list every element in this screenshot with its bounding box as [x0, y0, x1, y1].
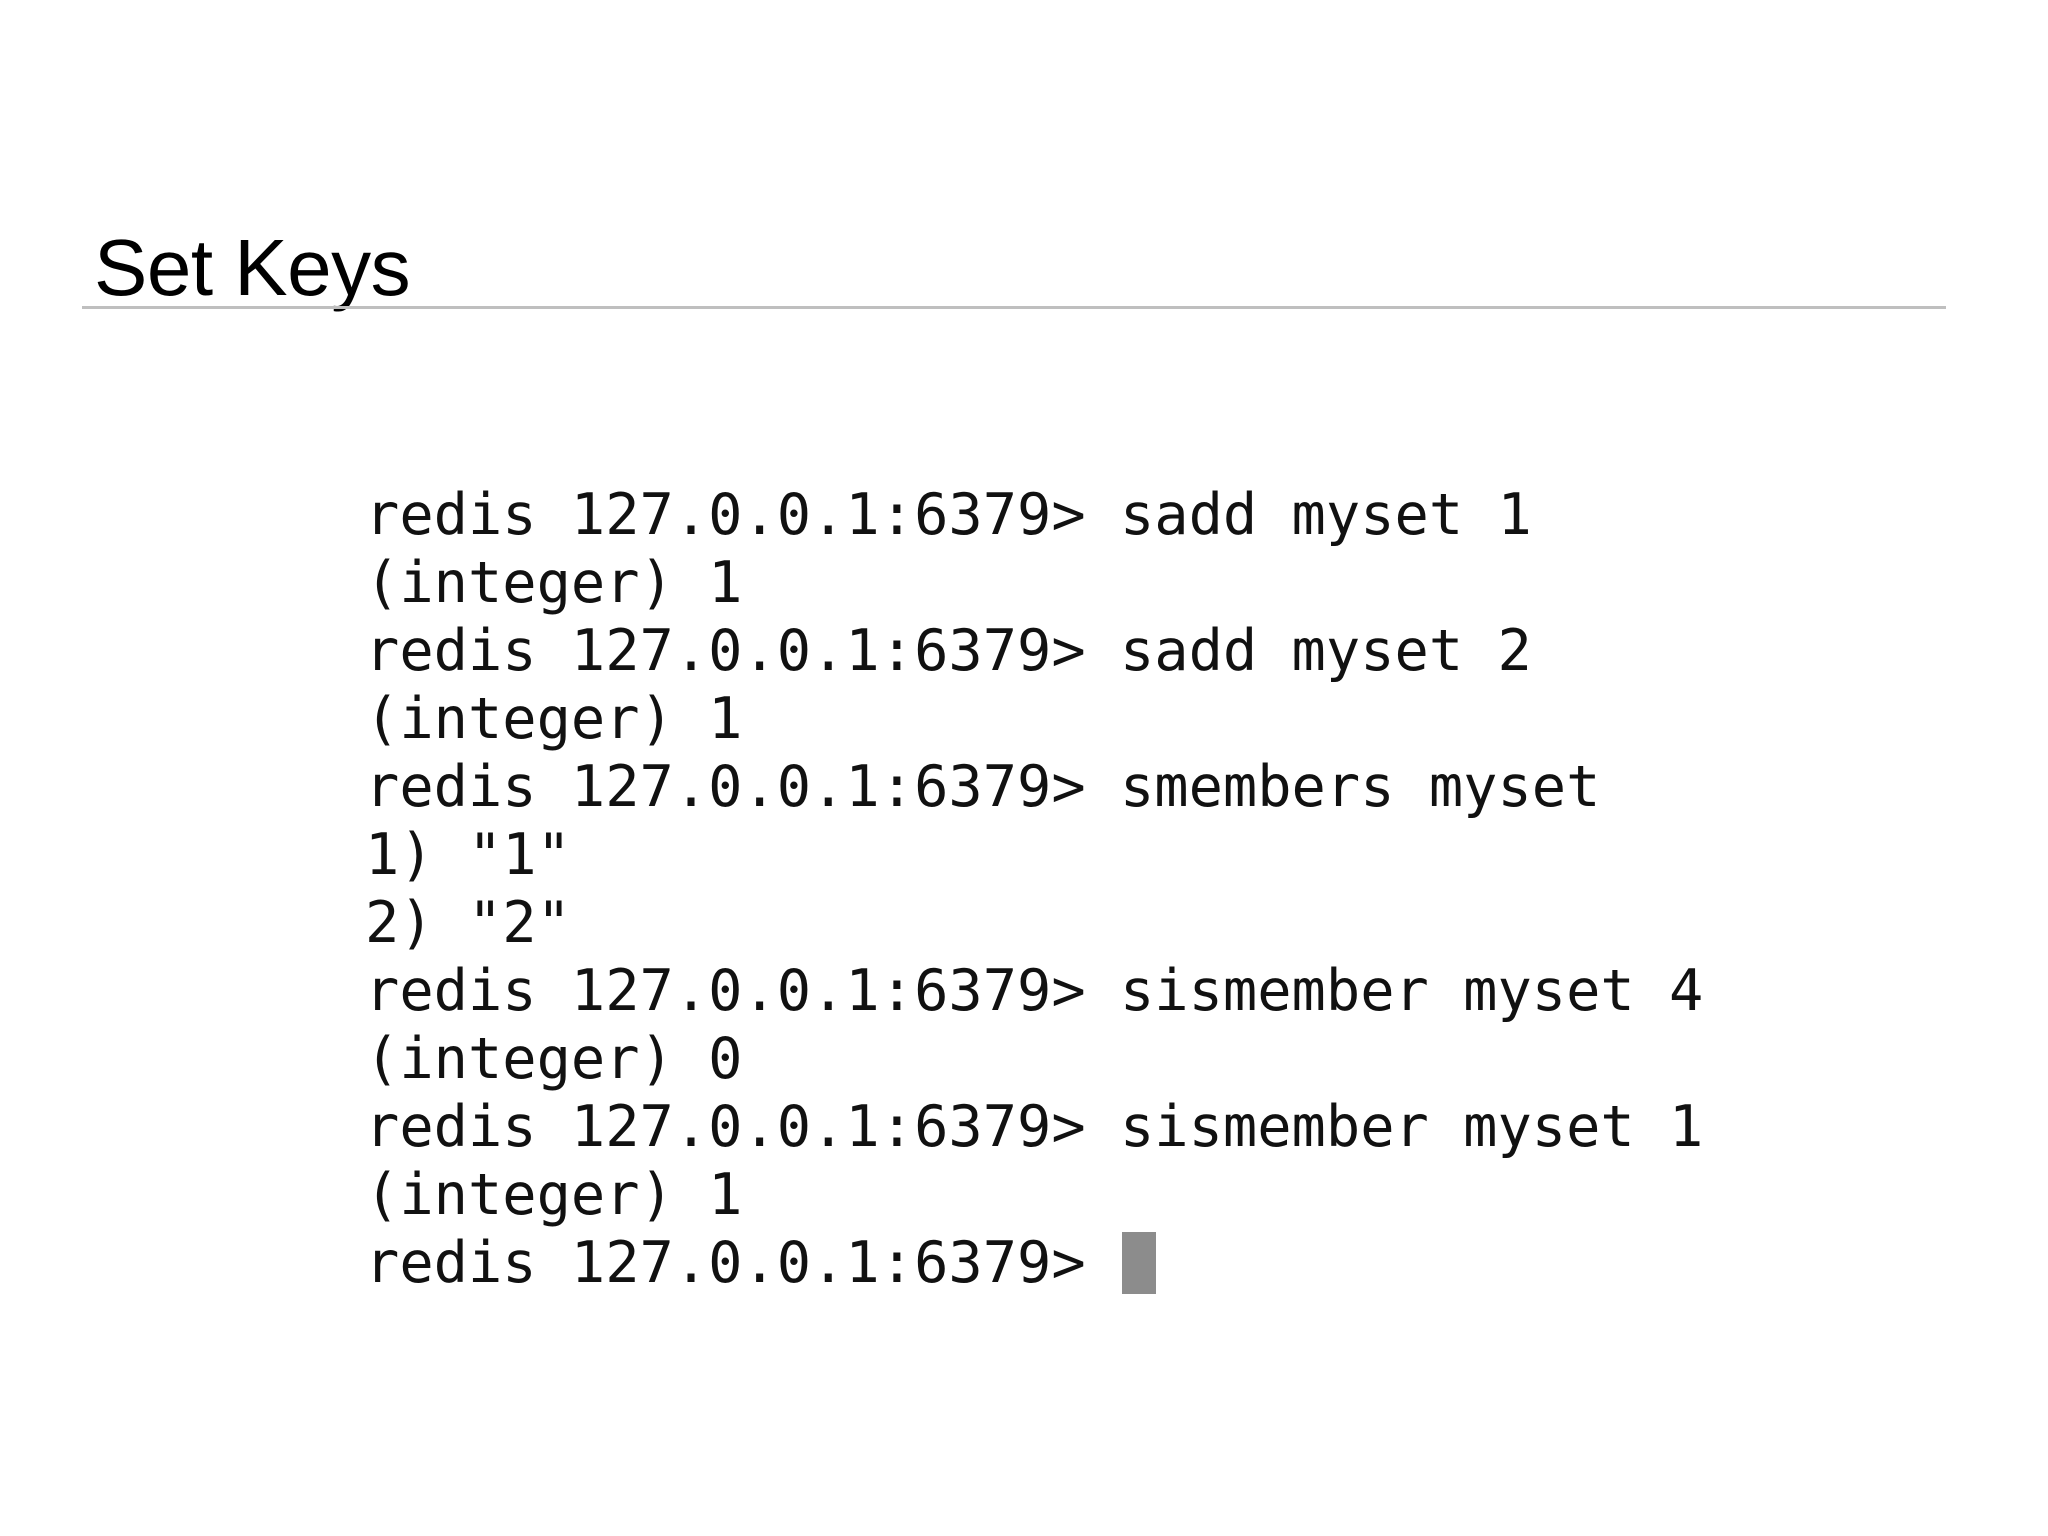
terminal-line: redis 127.0.0.1:6379> sadd myset 1	[365, 482, 1532, 548]
terminal-transcript: redis 127.0.0.1:6379> sadd myset 1(integ…	[365, 481, 1885, 1297]
terminal-line: redis 127.0.0.1:6379> sismember myset 1	[365, 1094, 1704, 1160]
title-divider	[82, 306, 1946, 309]
terminal-line: redis 127.0.0.1:6379> sismember myset 4	[365, 958, 1704, 1024]
terminal-line: 1) "1"	[365, 822, 571, 888]
terminal-line: redis 127.0.0.1:6379>	[365, 1229, 1885, 1297]
terminal-cursor	[1121, 1232, 1156, 1294]
terminal-line: redis 127.0.0.1:6379> sadd myset 2	[365, 618, 1532, 684]
terminal-line: (integer) 1	[365, 686, 743, 752]
terminal-line: (integer) 1	[365, 550, 743, 616]
terminal-line: 2) "2"	[365, 890, 571, 956]
terminal-line: redis 127.0.0.1:6379> smembers myset	[365, 754, 1601, 820]
page-title: Set Keys	[94, 222, 411, 312]
terminal-line: (integer) 1	[365, 1162, 743, 1228]
terminal-line: (integer) 0	[365, 1026, 743, 1092]
